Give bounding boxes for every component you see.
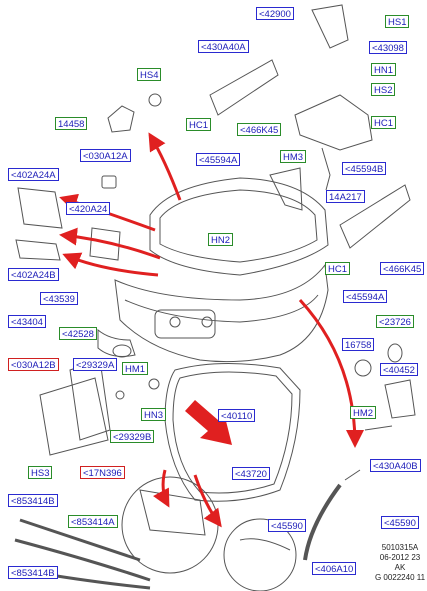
label-43539: <43539 — [40, 292, 78, 305]
reference-line-2: 06-2012 23 — [379, 553, 421, 562]
reference-line-1: 5010315A — [381, 543, 419, 552]
reference-code: 5010315A 06-2012 23 AK G 0022240 11 — [374, 543, 426, 583]
arrow-to-detail-a — [153, 469, 170, 508]
label-43098: <43098 — [369, 41, 407, 54]
label-030a12a: <030A12A — [80, 149, 131, 162]
label-43404: <43404 — [8, 315, 46, 328]
arrow-to-strip — [62, 252, 159, 277]
label-430a40b: <430A40B — [370, 459, 421, 472]
label-hn1: HN1 — [371, 63, 397, 76]
label-45594a-top: <45594A — [196, 153, 241, 166]
label-466k45-a: <466K45 — [237, 123, 282, 136]
label-hm2: HM2 — [350, 406, 377, 419]
arrow-to-detail-b — [193, 474, 222, 528]
label-hs2: HS2 — [371, 83, 396, 96]
arrow-to-seal — [298, 298, 364, 448]
label-hn3: HN3 — [141, 408, 167, 421]
label-16758: 16758 — [342, 338, 375, 351]
label-hm3: HM3 — [280, 150, 307, 163]
label-430a40a: <430A40A — [198, 40, 249, 53]
label-29329b: <29329B — [110, 430, 155, 443]
label-45594b: <45594B — [342, 162, 387, 175]
label-42528: <42528 — [59, 327, 97, 340]
label-23726: <23726 — [376, 315, 414, 328]
arrow-to-hinge — [148, 132, 182, 201]
label-402a24b: <402A24B — [8, 268, 59, 281]
label-406a10: <406A10 — [312, 562, 357, 575]
weatherstrip-seal — [164, 362, 301, 502]
label-hc1-b: HC1 — [371, 116, 397, 129]
arrow-to-badge-b — [59, 227, 161, 260]
label-29329a: <29329A — [73, 358, 118, 371]
label-402a24a: <402A24A — [8, 168, 59, 181]
label-853414b-bottom: <853414B — [8, 566, 58, 579]
label-hn2: HN2 — [208, 233, 234, 246]
label-45594a-bottom: <45594A — [343, 290, 388, 303]
tailgate-assembly — [97, 177, 329, 363]
label-45590-left: <45590 — [268, 519, 306, 532]
label-14a217: 14A217 — [326, 190, 365, 203]
reference-line-3: AK — [394, 563, 406, 572]
label-40452: <40452 — [380, 363, 418, 376]
label-42900: <42900 — [256, 7, 294, 20]
label-hm1: HM1 — [122, 362, 149, 375]
label-43720: <43720 — [232, 467, 270, 480]
label-hs4: HS4 — [137, 68, 162, 81]
rear-spoiler — [209, 4, 411, 249]
large-down-arrow — [185, 400, 232, 445]
label-hs1: HS1 — [385, 15, 410, 28]
label-14458: 14458 — [55, 117, 88, 130]
label-40110: <40110 — [218, 409, 256, 422]
label-853414a: <853414A — [68, 515, 118, 528]
label-hc1-c: HC1 — [325, 262, 351, 275]
label-420a24: <420A24 — [66, 202, 111, 215]
label-853414b-top: <853414B — [8, 494, 58, 507]
label-45590-right: <45590 — [381, 516, 419, 529]
label-030a12b: <030A12B — [8, 358, 59, 371]
label-17n396: <17N396 — [80, 466, 125, 479]
label-466k45-b: <466K45 — [380, 262, 425, 275]
label-hc1-a: HC1 — [186, 118, 212, 131]
reference-line-4: G 0022240 11 — [374, 573, 426, 582]
label-hs3: HS3 — [28, 466, 53, 479]
